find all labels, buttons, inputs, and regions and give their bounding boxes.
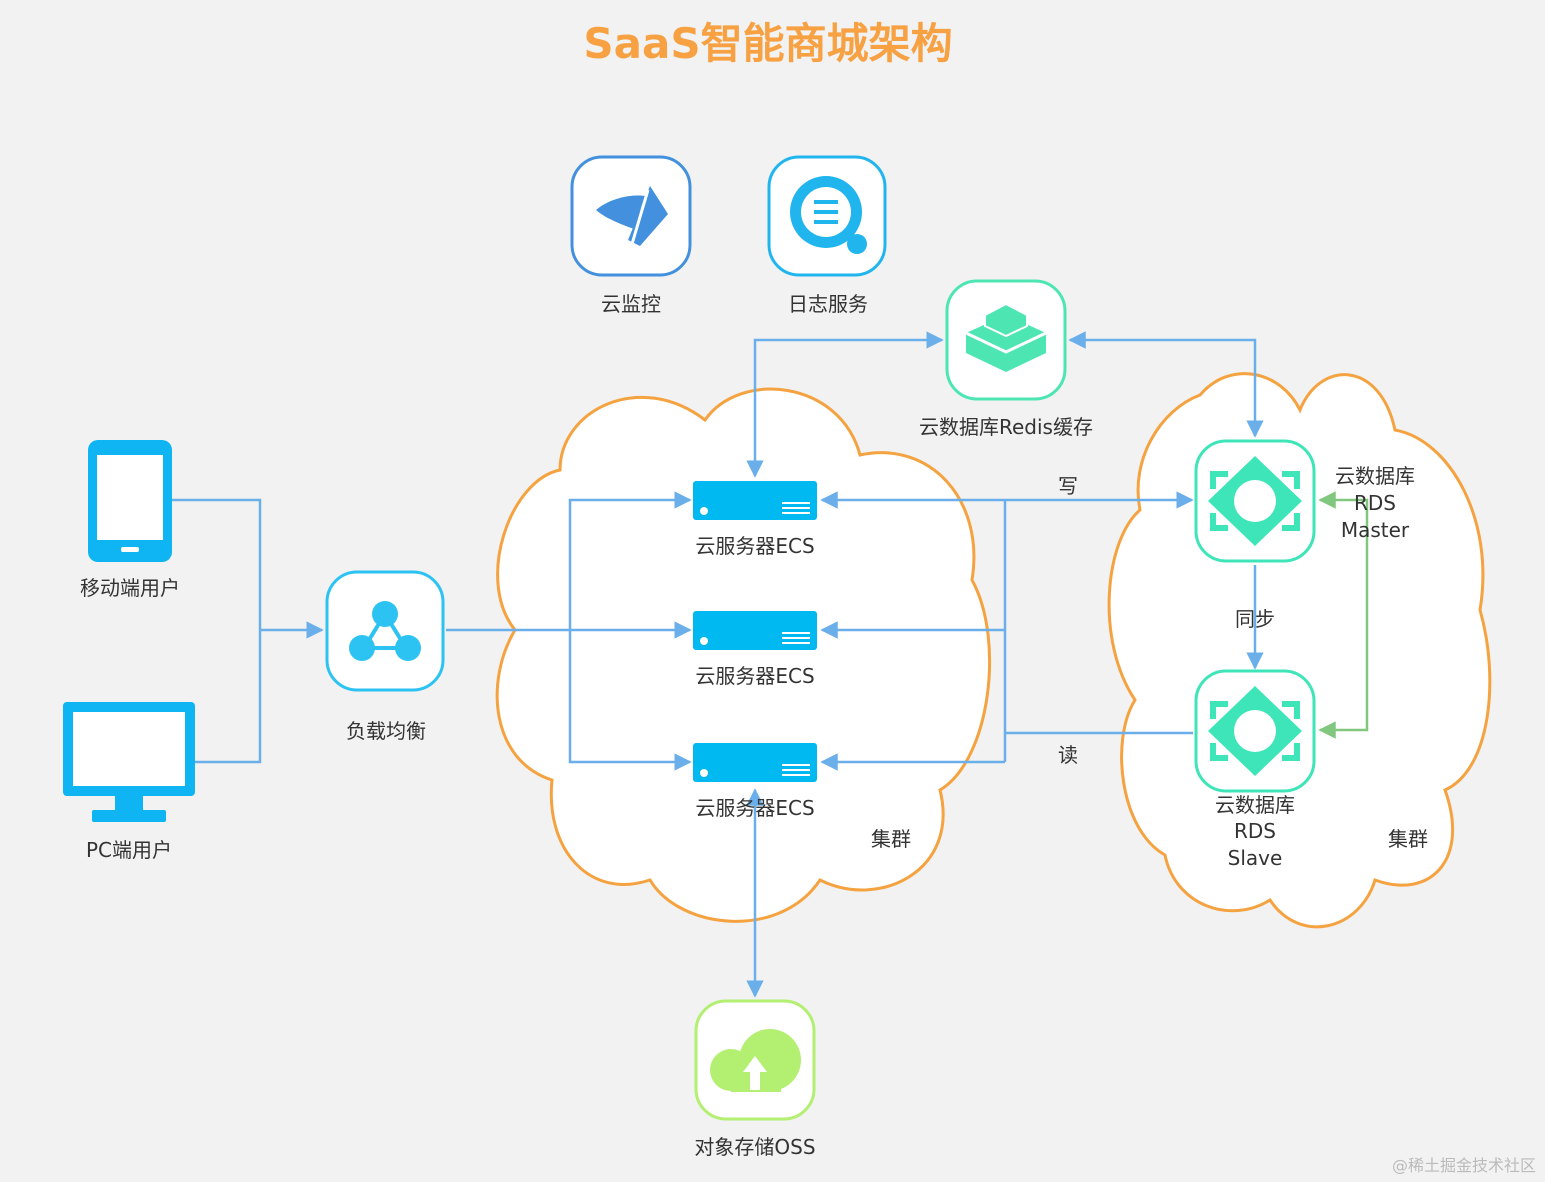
rds-icon xyxy=(1208,456,1302,546)
pc-node[interactable] xyxy=(63,702,195,822)
edge-ecs-redis xyxy=(746,331,944,478)
rds-slave-node[interactable] xyxy=(1194,669,1316,793)
redis-node[interactable] xyxy=(945,279,1067,401)
desktop-monitor-icon xyxy=(63,702,195,822)
rds-master-node[interactable] xyxy=(1194,439,1316,563)
mobile-node[interactable] xyxy=(88,440,172,562)
write-label: 写 xyxy=(1058,474,1078,498)
edge-master-slave-green xyxy=(1318,491,1369,739)
smartphone-icon xyxy=(88,440,172,562)
lb-label: 负载均衡 xyxy=(346,719,426,743)
rds-master-label-line2: RDS xyxy=(1354,491,1396,515)
pc-label: PC端用户 xyxy=(86,838,172,862)
rds-icon xyxy=(1208,686,1302,776)
rds-slave-label-line1: 云数据库 xyxy=(1215,793,1295,817)
redis-cube-icon xyxy=(965,302,1047,372)
server-icon xyxy=(693,611,817,650)
edge-pc-lb xyxy=(194,630,262,764)
page-title: SaaS智能商城架构 xyxy=(583,19,952,68)
oss-node[interactable] xyxy=(694,999,816,1121)
right-cluster-label: 集群 xyxy=(1388,827,1428,851)
oss-label: 对象存储OSS xyxy=(694,1135,815,1159)
edge-lb-ecs1 xyxy=(568,491,692,630)
rds-slave-label-line2: RDS xyxy=(1234,819,1276,843)
edge-redis-rds xyxy=(1068,331,1264,438)
monitor-label: 云监控 xyxy=(601,292,661,316)
left-cluster-label: 集群 xyxy=(871,827,911,851)
edge-lb-ecs3 xyxy=(568,630,692,771)
sync-label: 同步 xyxy=(1235,607,1275,631)
ecs3-node[interactable] xyxy=(693,743,817,782)
log-label: 日志服务 xyxy=(788,292,868,316)
ecs2-node[interactable] xyxy=(693,611,817,650)
ecs1-label: 云服务器ECS xyxy=(695,534,814,558)
log-node[interactable] xyxy=(767,155,887,277)
server-icon xyxy=(693,481,817,520)
log-search-icon xyxy=(790,176,867,254)
watermark: @稀土掘金技术社区 xyxy=(1392,1156,1536,1175)
ecs2-label: 云服务器ECS xyxy=(695,664,814,688)
rds-master-label-line3: Master xyxy=(1341,518,1410,542)
rds-master-label-line1: 云数据库 xyxy=(1335,464,1415,488)
ecs1-node[interactable] xyxy=(693,481,817,520)
monitor-node[interactable] xyxy=(570,155,692,277)
read-label: 读 xyxy=(1058,743,1078,767)
mobile-label: 移动端用户 xyxy=(80,576,180,600)
server-icon xyxy=(693,743,817,782)
redis-label: 云数据库Redis缓存 xyxy=(919,415,1093,439)
edge-mobile-lb xyxy=(172,498,262,630)
load-balancer-icon xyxy=(349,601,421,661)
monitor-icon xyxy=(596,186,668,246)
oss-cloud-icon xyxy=(710,1029,801,1092)
rds-slave-label-line3: Slave xyxy=(1228,846,1283,870)
connectors xyxy=(172,331,1264,998)
ecs3-label: 云服务器ECS xyxy=(695,796,814,820)
lb-node[interactable] xyxy=(325,570,445,692)
